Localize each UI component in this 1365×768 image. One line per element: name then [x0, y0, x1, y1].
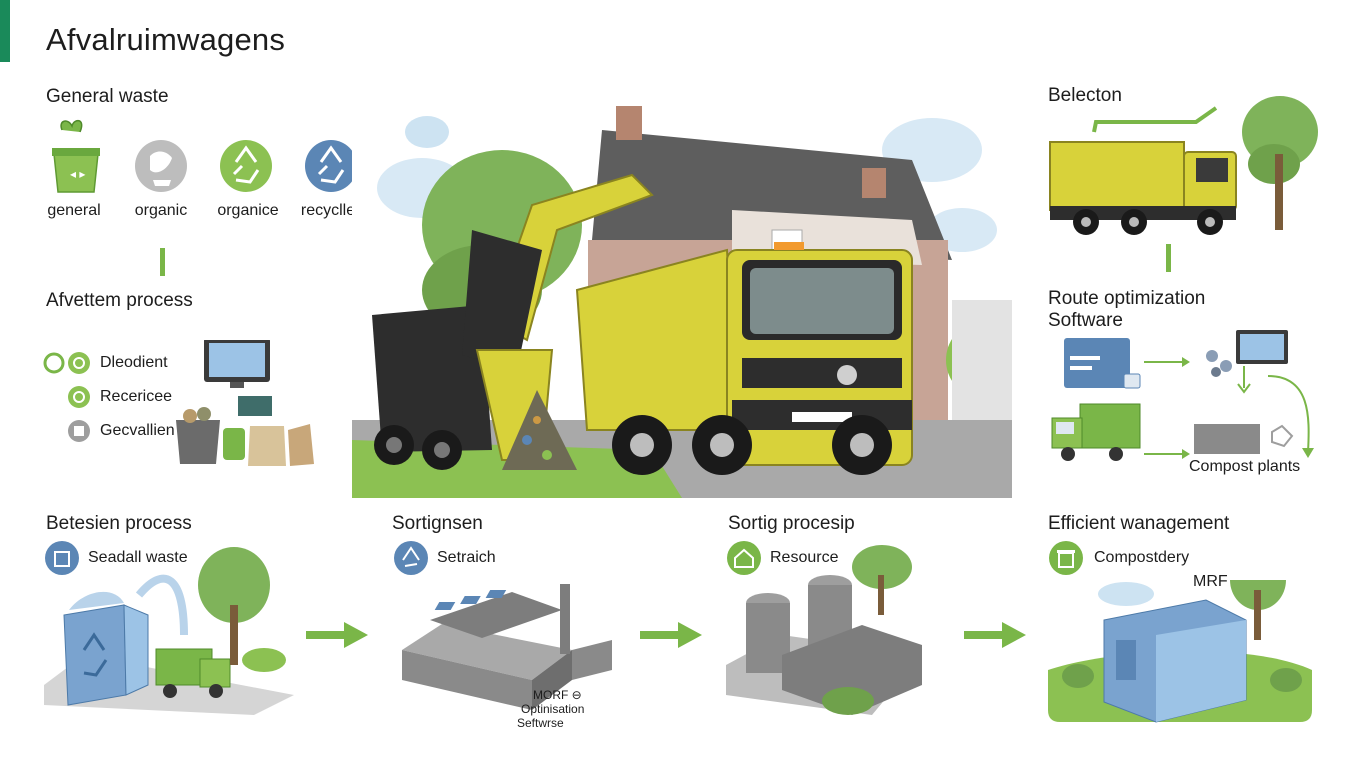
connector-line	[160, 248, 165, 276]
tablet-icon	[238, 396, 272, 416]
drone-icon	[1206, 350, 1232, 377]
paper-bag-icon	[248, 426, 286, 466]
recycle-arrows-icon	[43, 352, 90, 374]
route-optimization-diagram	[1051, 330, 1314, 461]
general-waste-heading: General waste	[46, 86, 169, 107]
process-illustration	[43, 340, 314, 466]
recycle-circle-icon	[68, 386, 90, 408]
step4-heading: Efficient wanagement	[1048, 513, 1230, 534]
step-arrow-1	[306, 622, 368, 648]
page-title: Afvalruimwagens	[46, 22, 286, 57]
garbage-truck-illustration	[352, 100, 1012, 498]
house-circle-icon	[727, 541, 761, 575]
green-truck-icon	[1051, 403, 1141, 461]
svg-text:◂ ▸: ◂ ▸	[70, 167, 85, 181]
route-heading-line1: Route optimization	[1048, 288, 1206, 309]
factory-illustration	[402, 584, 612, 710]
factory-caption-line3: Seftwrse	[517, 716, 564, 730]
process-item-3: Gecvallien	[100, 422, 175, 439]
category-label-general: general	[47, 202, 101, 219]
efficient-building-illustration	[1048, 580, 1312, 723]
compost-bag-icon	[223, 428, 245, 460]
step-arrow-2	[640, 622, 702, 648]
step3-heading: Sortig procesip	[728, 513, 855, 534]
blue-recycle-icon	[305, 140, 357, 192]
factory-caption: MORF ⊖ Optinisation Seftwrse	[517, 688, 584, 730]
bin-circle-icon	[45, 541, 79, 575]
belecton-heading: Belecton	[1048, 85, 1122, 106]
compost-plant-icon	[1194, 424, 1260, 454]
factory-caption-line2: Optinisation	[521, 702, 585, 716]
category-label-organice: organice	[217, 202, 279, 219]
route-heading-line2: Software	[1048, 310, 1123, 331]
step2-heading: Sortignsen	[392, 513, 483, 534]
waste-bin-icon: ◂ ▸	[52, 119, 100, 193]
route-card-icon	[1064, 338, 1141, 389]
step4-sub: Compostdery	[1094, 549, 1190, 566]
step1-sub: Seadall waste	[88, 549, 188, 566]
process-item-1: Dleodient	[100, 354, 168, 371]
step1-heading: Betesien process	[46, 513, 192, 534]
connector-line-right	[1166, 244, 1171, 272]
green-recycle-icon	[220, 140, 272, 192]
factory-caption-line1: MORF ⊖	[533, 688, 582, 702]
trash-bin-icon	[176, 420, 220, 464]
process-item-2: Recericee	[100, 388, 173, 405]
step-arrow-3	[964, 622, 1026, 648]
processing-plant-illustration	[726, 545, 922, 715]
step3-sub: Resource	[770, 549, 839, 566]
waste-category-icons: ◂ ▸	[52, 119, 357, 193]
category-label-organic: organic	[134, 202, 188, 219]
mrf-label: MRF	[1193, 573, 1228, 590]
compost-plants-label: Compost plants	[1189, 458, 1301, 475]
waste-container-illustration	[44, 547, 294, 715]
bin-circle-icon	[68, 420, 90, 442]
accent-bar	[0, 0, 10, 62]
monitor-icon	[1236, 330, 1288, 364]
process-heading: Afvettem process	[46, 290, 193, 311]
recycle-outline-icon	[1271, 424, 1294, 448]
collection-truck-illustration	[1049, 96, 1318, 235]
recycle-circle-icon	[394, 541, 428, 575]
monitor-icon	[204, 340, 270, 388]
category-label-recyclles: recyclles	[300, 202, 364, 219]
step2-sub: Setraich	[437, 549, 496, 566]
bin-circle-icon	[1049, 541, 1083, 575]
organic-leaf-icon	[135, 140, 187, 192]
